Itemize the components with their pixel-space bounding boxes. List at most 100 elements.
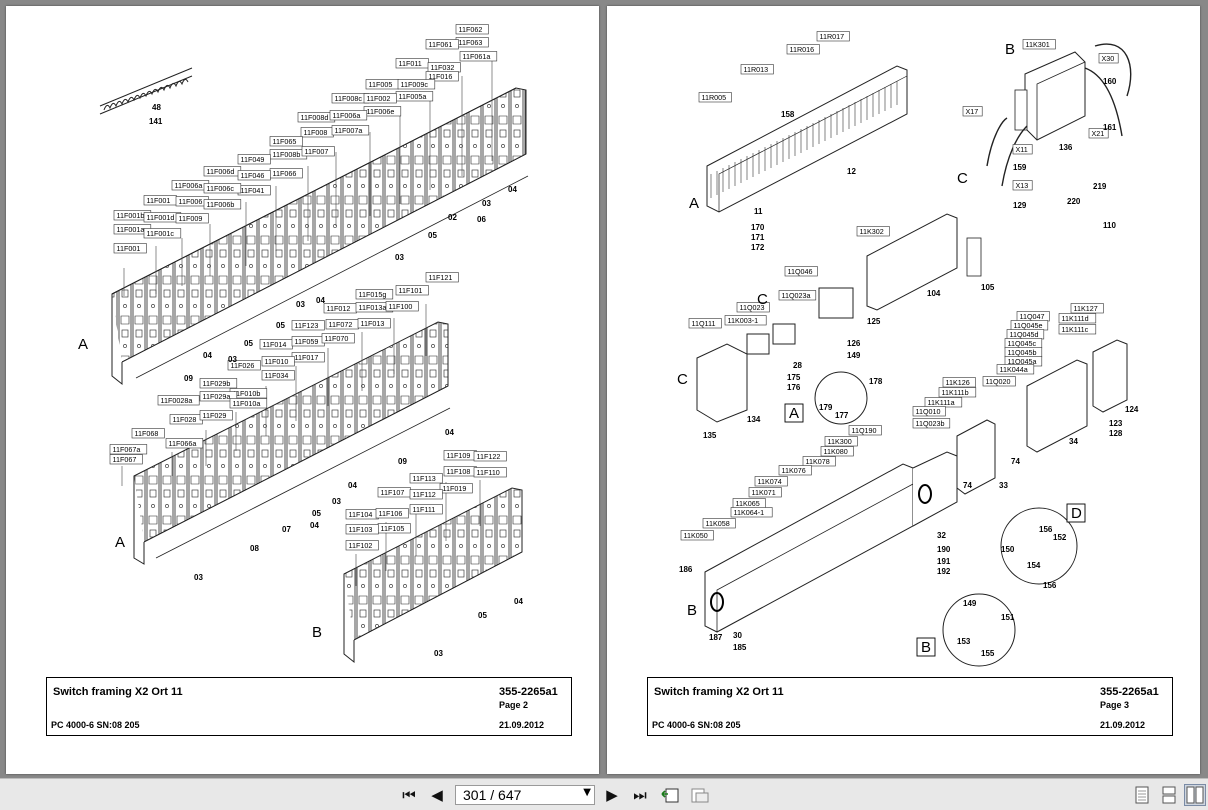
component-tag: 11F122 (477, 452, 501, 461)
component-tag: 11F005a (399, 92, 427, 101)
continuous-view-icon[interactable] (1158, 784, 1180, 806)
title-block: Switch framing X2 Ort 11 355-2265a1 Page… (647, 677, 1173, 736)
tag-box (820, 446, 854, 457)
item-number: 09 (398, 457, 407, 466)
tag-box (473, 451, 507, 462)
item-number: 153 (957, 637, 971, 646)
go-forward-view-icon[interactable] (690, 785, 710, 805)
component-tag: 11K003-1 (728, 316, 759, 325)
tag-box (1088, 128, 1109, 139)
component-tag: 11K050 (684, 531, 708, 540)
tag-box (355, 289, 394, 300)
item-number: 141 (149, 117, 163, 126)
item-number: 04 (203, 351, 212, 360)
component-tag: 11Q047 (1020, 312, 1045, 321)
item-number: 03 (395, 253, 404, 262)
component-tag: 11K076 (782, 466, 806, 475)
item-number: 08 (250, 544, 259, 553)
item-number: 151 (1001, 613, 1015, 622)
tag-box (1022, 39, 1056, 50)
component-tag: 11F006 (179, 197, 203, 206)
breaker-rail-bottom (343, 487, 523, 664)
component-tag: 11F009c (401, 80, 429, 89)
component-tag: 11Q045e (1014, 321, 1043, 330)
breaker-rail-middle (133, 321, 451, 565)
next-page-icon[interactable]: ▶ (606, 786, 618, 804)
component-tag: X30 (1102, 54, 1115, 63)
tag-box (357, 318, 391, 329)
machine-serial: PC 4000-6 SN:08 205 (652, 720, 741, 730)
drawing-number: 355-2265a1 (499, 686, 558, 698)
page-number-select[interactable]: 301 / 647 ▼ (455, 785, 595, 805)
item-number: 123 (1109, 419, 1123, 428)
item-number: 178 (869, 377, 883, 386)
drawing-number: 355-2265a1 (1100, 686, 1159, 698)
tag-box (199, 391, 238, 402)
component-tag: 11F010a (233, 399, 261, 408)
two-page-view-icon[interactable] (1184, 784, 1206, 806)
component-tag: 11K078 (806, 457, 830, 466)
view-label: C (757, 291, 768, 308)
component-tag: 11F008b (273, 150, 301, 159)
breaker-rail-top (111, 87, 529, 386)
component-tag: X17 (966, 107, 979, 116)
last-page-icon[interactable]: ⏭ (633, 786, 647, 804)
component-tag: 11Q023a (782, 291, 811, 300)
tag-box (261, 370, 295, 381)
item-number: 03 (228, 355, 237, 364)
component-tag: 11F001a (117, 225, 145, 234)
component-tag: 11R017 (820, 32, 845, 41)
component-tag: 11F001d (147, 213, 175, 222)
detail-label-box (1066, 503, 1086, 523)
dropdown-icon[interactable]: ▼ (583, 787, 591, 798)
item-number: 07 (282, 525, 291, 534)
item-number: 05 (312, 509, 321, 518)
component-tag: 11F112 (413, 490, 436, 499)
tag-box (301, 146, 335, 157)
component-tag: 11F121 (429, 273, 453, 282)
single-page-view-icon[interactable] (1131, 784, 1153, 806)
item-number: 192 (937, 567, 951, 576)
item-number: 09 (184, 374, 193, 383)
tag-box (397, 79, 436, 90)
page-label: Page 3 (1100, 700, 1130, 710)
go-back-view-icon[interactable] (660, 785, 680, 805)
tag-box (425, 71, 459, 82)
component-tag: 11K074 (758, 477, 782, 486)
component-tag: 11F005 (369, 80, 393, 89)
tag-box (199, 378, 238, 389)
item-number: 191 (937, 557, 951, 566)
component-tag: 11K044a (1000, 365, 1028, 374)
item-number: 159 (1013, 163, 1027, 172)
item-number: 03 (332, 497, 341, 506)
tag-box (816, 31, 850, 42)
item-number: 30 (733, 631, 742, 640)
item-number: 11 (754, 207, 763, 216)
view-label: A (789, 405, 799, 422)
view-label: B (921, 639, 931, 656)
component-tag: 11F046 (241, 171, 265, 180)
item-number: 187 (709, 633, 723, 642)
tag-box (395, 285, 429, 296)
item-number: 104 (927, 289, 941, 298)
first-page-icon[interactable]: ⏮ (402, 786, 416, 804)
view-label: B (1005, 41, 1015, 58)
component-tag: 11Q023 (740, 303, 765, 312)
tag-box (143, 228, 182, 239)
item-number: 149 (847, 351, 861, 360)
item-number: 128 (1109, 429, 1123, 438)
component-tag: 11K111c (1062, 325, 1089, 334)
component-tag: 11Q190 (852, 426, 877, 435)
component-tag: 11F061 (429, 40, 453, 49)
item-number: 03 (434, 649, 443, 658)
tag-box (131, 428, 165, 439)
item-number: 12 (847, 167, 856, 176)
prev-page-icon[interactable]: ◀ (431, 786, 443, 804)
relay-assembly-drawing: 11R01711R01611R01311R00511K301X30X17X21X… (677, 31, 1139, 667)
item-number: 74 (1011, 457, 1020, 466)
component-tag: 11F111 (413, 505, 436, 514)
tag-box (409, 504, 443, 515)
